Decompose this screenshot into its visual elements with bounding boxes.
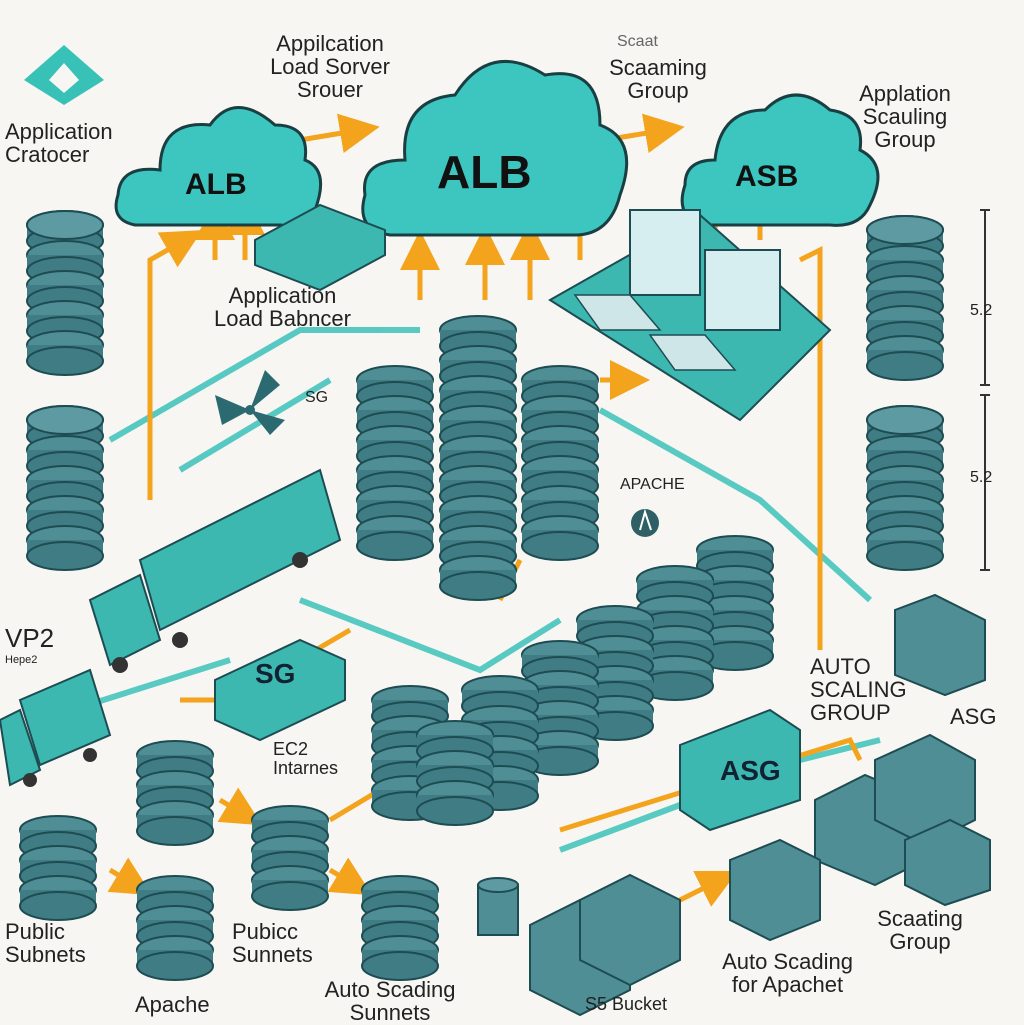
truck-icon	[88, 468, 342, 673]
server-boxes-right	[529, 593, 991, 1017]
server-cluster-center	[356, 315, 599, 601]
laptops-icon	[548, 209, 832, 422]
sg-box-label: SG	[255, 658, 296, 689]
server-stack-bottom-3	[136, 875, 214, 981]
server-stack-left-top	[26, 210, 104, 376]
asg-box-shape	[679, 708, 801, 832]
apache-icon	[631, 508, 659, 537]
server-stack-bottom-2	[136, 740, 214, 846]
apache-bottom-caption: Apache	[135, 992, 210, 1017]
public-subnets-1: Public Subnets	[5, 919, 86, 968]
vp2-small-caption: Hepe2	[5, 654, 38, 666]
cloud-left-label: ALB	[185, 168, 247, 201]
scaling-group-top-small: Scaat	[617, 33, 658, 50]
auto-scaling-group-right: Auto Scaling Group	[810, 654, 907, 726]
scaling-group-bottom: Scaating Group	[877, 906, 963, 955]
server-stack-bottom-1	[19, 815, 97, 921]
scale-top-label: 5.2	[970, 302, 993, 319]
cloud-left-shape	[114, 106, 323, 227]
apache-mid-caption: Apache	[620, 476, 685, 493]
sg-box-shape	[214, 638, 346, 742]
ec2-caption: EC2 Intarnes	[273, 739, 339, 778]
asg-box-label: ASG	[720, 755, 781, 786]
cloud-right-label: ASB	[735, 160, 799, 193]
vp2-caption: VP2	[5, 623, 55, 653]
auto-scaling-apache-caption: Auto Scading for Apachet	[722, 949, 853, 998]
logo-caption: Application Cratocer	[5, 119, 113, 168]
load-balancer-caption: Application Load Babncer	[214, 283, 351, 332]
truck-small-icon	[0, 668, 112, 787]
asg-right-caption: ASG	[950, 704, 997, 729]
logo-icon	[24, 45, 104, 105]
s3-bucket-icon	[477, 877, 519, 936]
sg-top-caption: SG	[305, 389, 329, 406]
auto-scading-subnets-caption: Auto Scading Sunnets	[324, 977, 456, 1025]
fan-icon	[215, 370, 285, 435]
alb-left-caption: Appilcation Load Sorver Srouer	[270, 31, 390, 103]
server-stack-right-bottom	[866, 405, 944, 571]
server-stack-right-top	[866, 215, 944, 381]
appl-scaling-group: Applation Scauling Group	[859, 81, 951, 153]
scale-bottom-label: 5.2	[970, 469, 993, 486]
scale-bar	[980, 209, 990, 571]
cloud-center-shape	[361, 59, 629, 237]
server-stack-left-bottom	[26, 405, 104, 571]
s3-bucket-caption: S5 Bucket	[585, 994, 668, 1014]
server-stack-bottom-4	[251, 805, 329, 911]
cloud-center-label: ALB	[437, 146, 532, 198]
public-subnets-2: Pubicc Sunnets	[232, 919, 313, 968]
cloud-right-shape	[680, 93, 880, 227]
scaling-group-top: Scaaming Group	[609, 55, 707, 104]
router-icon	[254, 203, 386, 292]
server-stack-bottom-5	[361, 875, 439, 981]
